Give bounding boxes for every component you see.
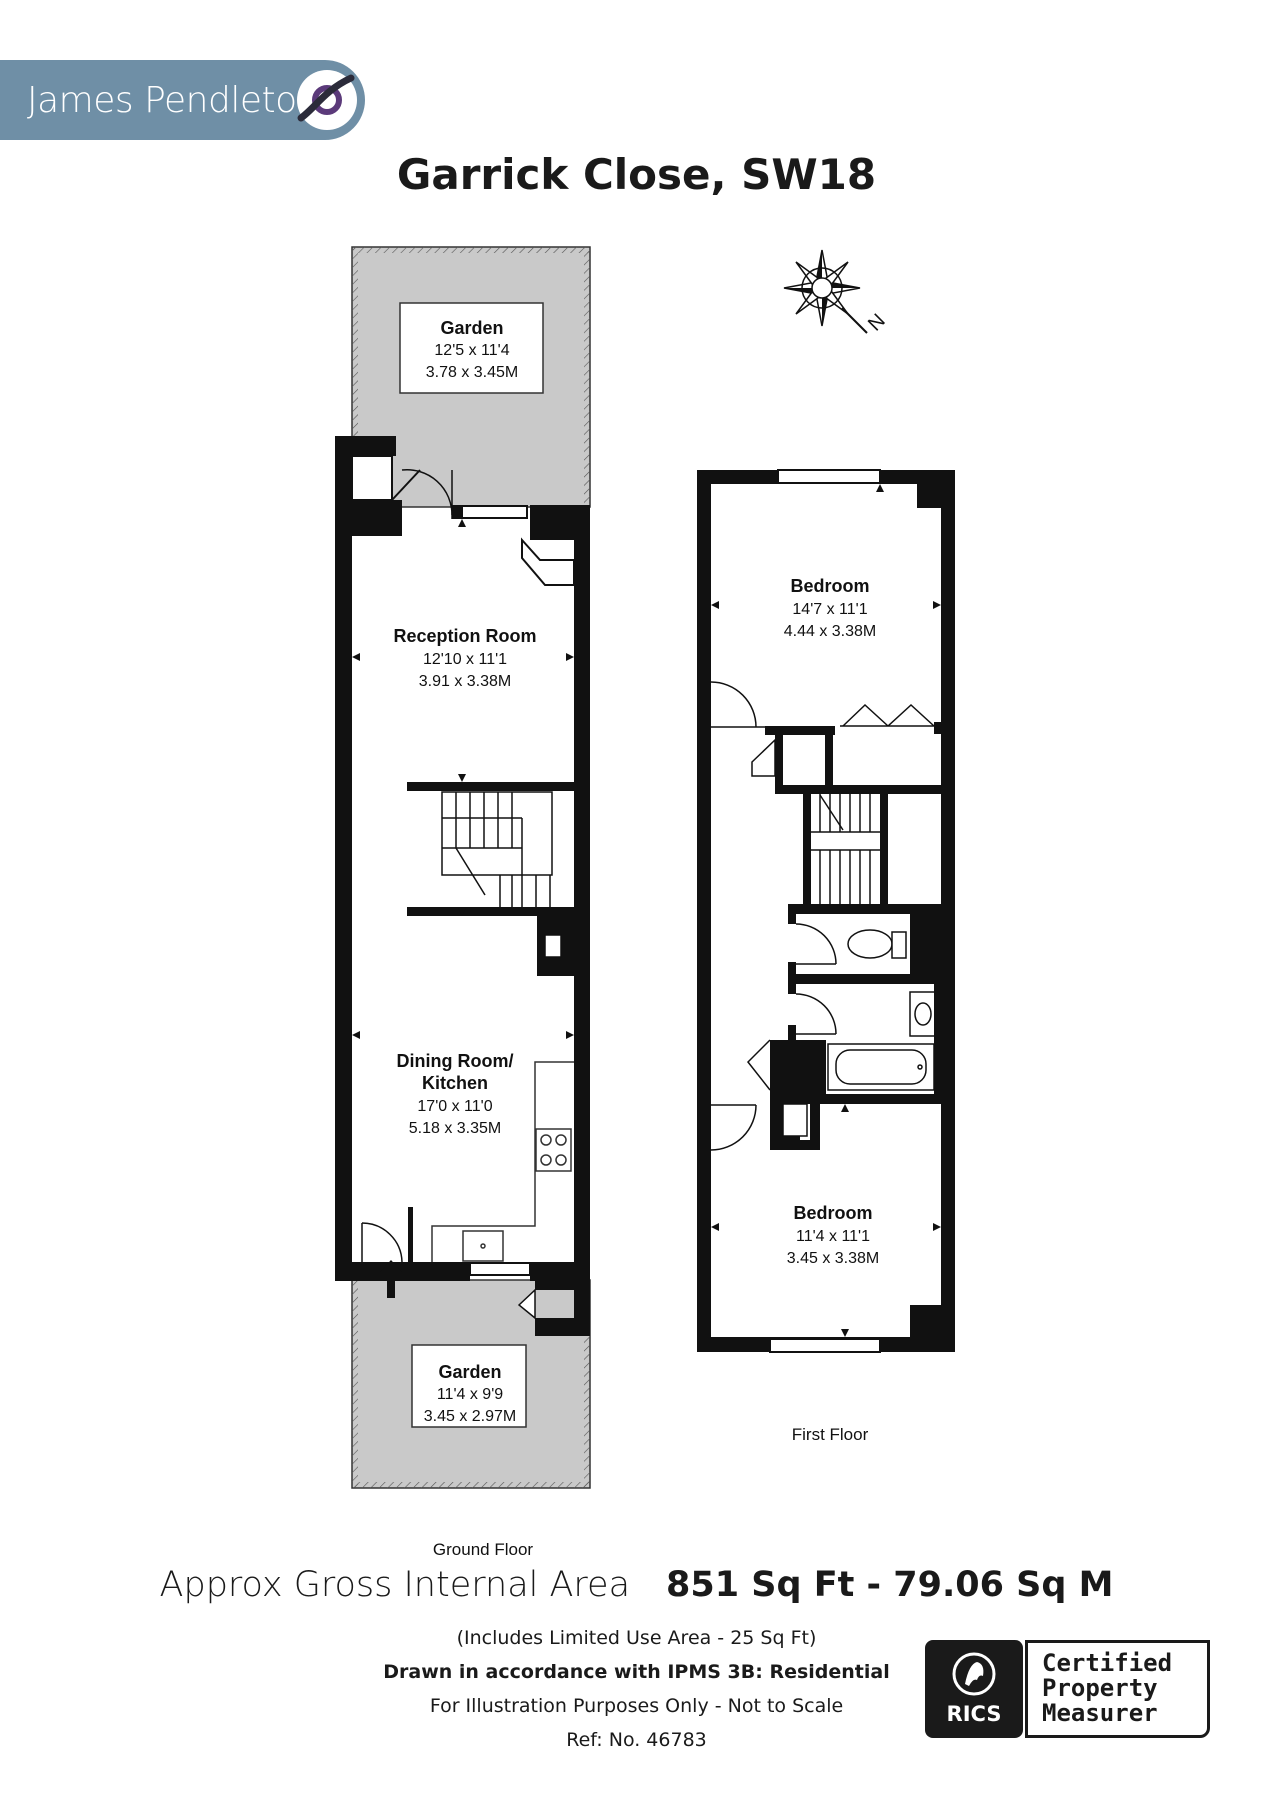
ground-stairs [441, 791, 553, 907]
room-imperial: 17'0 x 11'0 [417, 1098, 492, 1115]
garden-top-label-box [399, 302, 544, 394]
first-stairs [803, 794, 888, 904]
gross-area-value: 851 Sq Ft - 79.06 Sq M [666, 1565, 1114, 1605]
rics-certification: Certified Property Measurer [1025, 1640, 1210, 1738]
room-imperial: 14'7 x 11'1 [792, 601, 867, 618]
ground-outer-wall [335, 436, 420, 1281]
room-metric: 3.91 x 3.38M [419, 673, 512, 690]
rics-logo-text: RICS [946, 1702, 1002, 1726]
entrance-arrow-icon [380, 1260, 402, 1298]
room-name: Bedroom [790, 576, 869, 596]
room-metric: 3.45 x 3.38M [787, 1250, 880, 1267]
rics-logo: RICS [925, 1640, 1023, 1738]
kitchen-counters [431, 1061, 574, 1262]
ground-room-labels: Garden 12'5 x 11'4 3.78 x 3.45M Receptio… [393, 318, 536, 1559]
ipms-note: Drawn in accordance with IPMS 3B: Reside… [383, 1661, 890, 1683]
garden-bottom-label-box [411, 1344, 527, 1428]
page-title: Garrick Close, SW18 [396, 150, 877, 199]
limited-use-note: (Includes Limited Use Area - 25 Sq Ft) [456, 1627, 817, 1649]
bath-icon [827, 1043, 935, 1091]
brand-banner: James Pendleton [0, 60, 365, 140]
first-room-labels: Bedroom 14'7 x 11'1 4.44 x 3.38M Bedroom… [784, 576, 880, 1444]
room-imperial: 12'5 x 11'4 [434, 342, 509, 359]
room-name-line2: Kitchen [422, 1073, 488, 1093]
room-name: Reception Room [393, 626, 536, 646]
rics-line-3: Measurer [1042, 1699, 1158, 1727]
rics-line-2: Property [1042, 1674, 1158, 1702]
first-floor-label: First Floor [792, 1425, 869, 1444]
room-metric: 5.18 x 3.35M [409, 1120, 502, 1137]
reference-number: Ref: No. 46783 [566, 1729, 707, 1751]
first-floor-plan [697, 469, 955, 1353]
ground-floor-label: Ground Floor [433, 1540, 533, 1559]
basin-icon [909, 991, 937, 1037]
swoosh-logo-icon [297, 70, 357, 130]
toilet-icon [847, 929, 907, 959]
rics-badge: RICS Certified Property Measurer [925, 1640, 1210, 1738]
rics-lion-crest-icon [952, 1652, 996, 1696]
room-name: Garden [440, 318, 503, 338]
room-name: Dining Room/ [397, 1051, 514, 1071]
gross-area-label: Approx Gross Internal Area [159, 1565, 631, 1605]
brand-name: James Pendleton [27, 80, 319, 121]
room-name: Bedroom [793, 1203, 872, 1223]
compass-rose-icon [783, 249, 868, 334]
room-imperial: 11'4 x 11'1 [796, 1228, 870, 1245]
compass-north-label: N [864, 310, 890, 336]
room-name: Garden [438, 1362, 501, 1382]
gross-area-line: Approx Gross Internal Area 851 Sq Ft - 7… [0, 1565, 1273, 1605]
room-metric: 3.45 x 2.97M [424, 1408, 517, 1425]
rics-line-1: Certified [1042, 1649, 1173, 1677]
room-imperial: 12'10 x 11'1 [423, 651, 507, 668]
room-metric: 4.44 x 3.38M [784, 623, 877, 640]
room-imperial: 11'4 x 9'9 [437, 1386, 503, 1403]
illustration-note: For Illustration Purposes Only - Not to … [429, 1695, 844, 1717]
ground-floor-plan [335, 246, 591, 1489]
room-metric: 3.78 x 3.45M [426, 364, 519, 381]
